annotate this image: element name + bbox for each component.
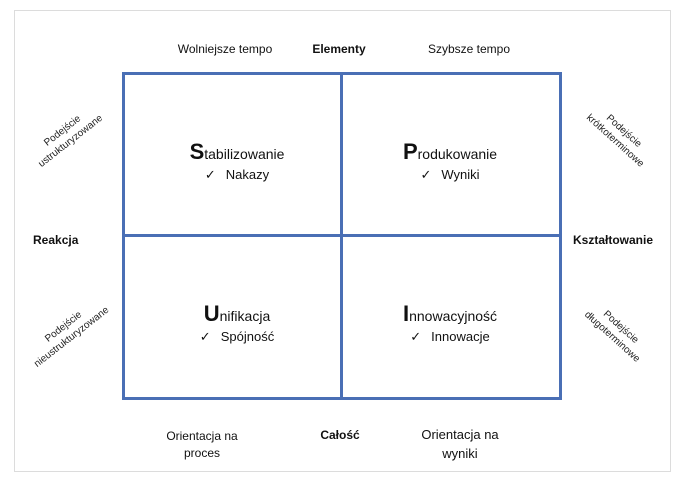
quadrant-innowacyjnosc-item: ✓ Innowacje bbox=[410, 329, 489, 345]
quadrant-unifikacja-item-label: Spójność bbox=[220, 329, 275, 344]
check-icon: ✓ bbox=[420, 167, 432, 182]
check-icon: ✓ bbox=[199, 329, 211, 344]
quadrant-stabilizowanie-item-label: Nakazy bbox=[225, 167, 270, 182]
check-icon: ✓ bbox=[410, 329, 422, 344]
quadrant-unifikacja-item: ✓ Spójność bbox=[200, 329, 274, 345]
right-axis-label: Kształtowanie bbox=[573, 233, 654, 247]
grid-vertical-divider bbox=[340, 72, 343, 400]
top-right-label: Szybsze tempo bbox=[427, 42, 511, 56]
quadrant-unifikacja-title: Unifikacja bbox=[204, 303, 270, 325]
quadrant-innowacyjnosc-rest: nnowacyjność bbox=[409, 308, 498, 324]
bottom-left-label: Orientacja na proces bbox=[166, 429, 238, 461]
quadrant-unifikacja-initial: U bbox=[203, 301, 220, 326]
top-center-label: Elementy bbox=[312, 42, 366, 56]
quadrant-stabilizowanie-title: Stabilizowanie bbox=[190, 141, 285, 163]
quadrant-innowacyjnosc-initial: I bbox=[402, 301, 410, 326]
quadrant-produkowanie-title: Produkowanie bbox=[403, 141, 497, 163]
diagram-frame bbox=[14, 10, 671, 472]
quadrant-stabilizowanie-rest: tabilizowanie bbox=[204, 146, 285, 162]
top-left-label: Wolniejsze tempo bbox=[177, 42, 273, 56]
left-axis-label: Reakcja bbox=[33, 233, 79, 247]
quadrant-innowacyjnosc-item-label: Innowacje bbox=[431, 329, 490, 344]
quadrant-stabilizowanie-item: ✓ Nakazy bbox=[205, 167, 269, 183]
quadrant-unifikacja-rest: nifikacja bbox=[219, 308, 271, 324]
quadrant-produkowanie-initial: P bbox=[402, 139, 418, 164]
quadrant-produkowanie-item: ✓ Wyniki bbox=[420, 167, 479, 183]
bottom-right-label: Orientacja na wyniki bbox=[421, 427, 499, 461]
quadrant-innowacyjnosc-title: Innowacyjność bbox=[403, 303, 497, 325]
bottom-center-label: Całość bbox=[320, 428, 360, 442]
check-icon: ✓ bbox=[204, 167, 216, 182]
quadrant-produkowanie-rest: rodukowanie bbox=[417, 146, 498, 162]
quadrant-grid: Stabilizowanie ✓ Nakazy Produkowanie ✓ Wyn… bbox=[122, 72, 562, 400]
quadrant-stabilizowanie-initial: S bbox=[189, 139, 205, 164]
quadrant-produkowanie-item-label: Wyniki bbox=[441, 167, 480, 182]
